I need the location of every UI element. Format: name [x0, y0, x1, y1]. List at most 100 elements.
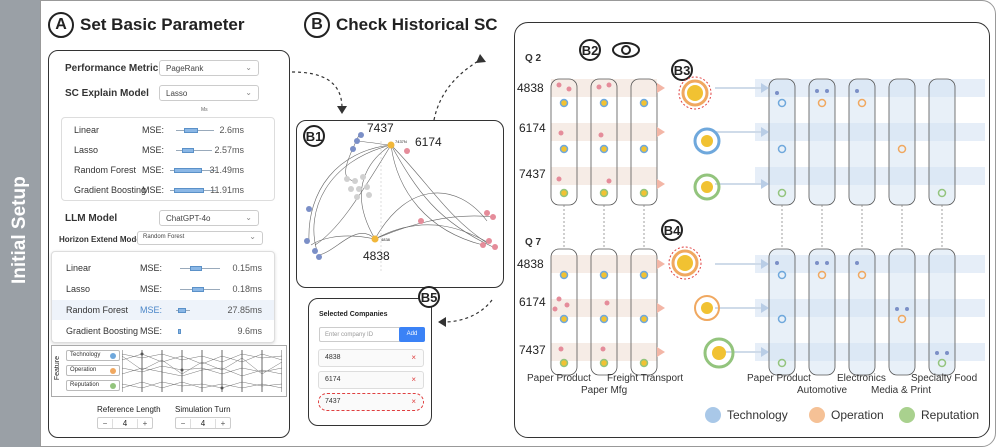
model-name: Random Forest [66, 305, 129, 315]
table-row[interactable]: Lasso MSE: 2.57ms [62, 140, 274, 160]
reference-length-stepper[interactable]: − 4 + [97, 417, 153, 429]
horizon-model-label: Horizon Extend Model [59, 235, 143, 244]
feature-chip-operation[interactable]: Operation [66, 365, 120, 376]
selected-companies-panel: Selected Companies Enter company ID Add … [308, 298, 432, 426]
mse-label: MSE: [140, 263, 163, 273]
category-specialty-food: Specialty Food [911, 373, 978, 384]
horizon-model-value: Random Forest [143, 234, 185, 240]
remove-icon[interactable]: × [411, 397, 416, 406]
section-a-badge: A [48, 12, 74, 38]
remove-icon[interactable]: × [411, 353, 416, 362]
company-id-input[interactable]: Enter company ID [319, 327, 401, 342]
legend-reputation: Reputation [899, 407, 979, 423]
feature-label: Feature [54, 356, 61, 381]
b3-badge: B3 [671, 59, 693, 81]
performance-metric-select[interactable]: PageRank ⌄ [159, 60, 259, 76]
category-paper-product: Paper Product [527, 373, 591, 384]
technology-dot-icon [110, 353, 116, 359]
mse-label: MSE: [142, 125, 165, 135]
feature-chip-reputation[interactable]: Reputation [66, 380, 120, 391]
parameter-panel: Performance Metric PageRank ⌄ SC Explain… [48, 50, 290, 438]
historical-sc-matrix[interactable] [515, 23, 989, 437]
horizon-mse-table: Linear MSE: 0.15ms Lasso MSE: 0.18ms Ran… [51, 251, 275, 343]
mse-value: 2.6ms [219, 125, 244, 135]
mse-value: 27.85ms [227, 305, 262, 315]
b5-badge: B5 [418, 286, 440, 308]
table-row[interactable]: Random Forest MSE: 31.49ms [62, 160, 274, 180]
performance-metric-label: Performance Metric [65, 63, 159, 74]
feature-parallel-plot [122, 350, 282, 392]
feature-chip-technology[interactable]: Technology [66, 350, 120, 361]
performance-metric-value: PageRank [166, 64, 204, 73]
mse-value: 2.57ms [214, 145, 244, 155]
eye-icon[interactable] [611, 41, 641, 59]
reputation-dot-icon [899, 407, 915, 423]
add-button[interactable]: Add [399, 327, 425, 342]
table-row[interactable]: Gradient Boosting MSE: 11.91ms [62, 180, 274, 200]
quarter-label-q2: Q 2 [525, 53, 542, 64]
simulation-turn-stepper[interactable]: − 4 + [175, 417, 231, 429]
table-row[interactable]: Gradient Boosting MSE: 9.6ms [52, 321, 274, 341]
chevron-down-icon: ⌄ [249, 232, 256, 241]
model-name: Linear [66, 263, 92, 273]
dashed-arrows [291, 54, 493, 327]
category-paper-mfg: Paper Mfg [581, 385, 628, 396]
model-name: Lasso [74, 145, 99, 155]
category-electronics: Electronics [837, 373, 886, 384]
selected-companies-title: Selected Companies [319, 311, 388, 318]
plus-button[interactable]: + [142, 418, 148, 428]
mse-box [174, 188, 204, 193]
sc-model-value: Lasso [166, 89, 188, 98]
remove-icon[interactable]: × [411, 375, 416, 384]
graph-label-7437: 7437 [367, 121, 394, 135]
category-paper-product-right: Paper Product [747, 373, 811, 384]
feature-panel: Feature Technology Operation Reputation [51, 345, 287, 397]
mse-box [184, 128, 198, 133]
section-b-header: B Check Historical SC [304, 12, 498, 38]
company-item-highlighted[interactable]: 7437 × [318, 393, 424, 411]
operation-dot-icon [110, 368, 116, 374]
legend-label: Reputation [921, 408, 980, 422]
feature-name: Operation [70, 367, 97, 373]
company-item[interactable]: 4838 × [318, 349, 424, 367]
horizon-model-select[interactable]: Random Forest ⌄ [137, 231, 263, 245]
section-b-title: Check Historical SC [336, 15, 498, 34]
plus-button[interactable]: + [220, 418, 226, 428]
supply-chain-graph[interactable] [297, 121, 503, 287]
mse-value: 11.91ms [210, 185, 244, 195]
sc-graph-panel: B1 7437 6174 4838 7437N 4838 [296, 120, 504, 288]
company-item[interactable]: 6174 × [318, 371, 424, 389]
legend-label: Operation [831, 408, 884, 422]
row-company-7437: 7437 [519, 343, 546, 357]
reference-length-label: Reference Length [97, 405, 161, 414]
mse-box [182, 148, 194, 153]
graph-tiny-label-top: 7437N [395, 139, 407, 144]
table-row[interactable]: Linear MSE: 2.6ms [62, 120, 274, 140]
sc-mse-table: Linear MSE: 2.6ms Lasso MSE: 2.57ms Rand… [61, 117, 275, 201]
sc-model-select[interactable]: Lasso ⌄ [159, 85, 259, 101]
table-row-selected[interactable]: Random Forest MSE: 27.85ms [52, 300, 274, 320]
llm-model-select[interactable]: ChatGPT-4o ⌄ [159, 210, 259, 226]
reference-length-value: 4 [112, 418, 138, 428]
section-a-header: A Set Basic Parameter [48, 12, 244, 38]
table-row[interactable]: Linear MSE: 0.15ms [52, 258, 274, 278]
quarter-label-q7: Q 7 [525, 237, 542, 248]
sc-model-label: SC Explain Model [65, 88, 149, 99]
table-row[interactable]: Lasso MSE: 0.18ms [52, 279, 274, 299]
model-name: Gradient Boosting [66, 326, 139, 336]
model-name: Random Forest [74, 165, 137, 175]
legend-label: Technology [727, 408, 788, 422]
minus-button[interactable]: − [180, 418, 186, 428]
simulation-turn-label: Simulation Turn [175, 405, 231, 414]
row-company-4838: 4838 [517, 257, 544, 271]
company-id: 4838 [325, 354, 341, 361]
legend-operation: Operation [809, 407, 884, 423]
b4-badge: B4 [661, 219, 683, 241]
chevron-down-icon: ⌄ [245, 88, 252, 97]
mse-box [192, 287, 204, 292]
minus-button[interactable]: − [102, 418, 108, 428]
model-name: Gradient Boosting [74, 185, 147, 195]
chevron-down-icon: ⌄ [245, 63, 252, 72]
mse-label: MSE: [140, 305, 163, 315]
mse-box [178, 308, 186, 313]
